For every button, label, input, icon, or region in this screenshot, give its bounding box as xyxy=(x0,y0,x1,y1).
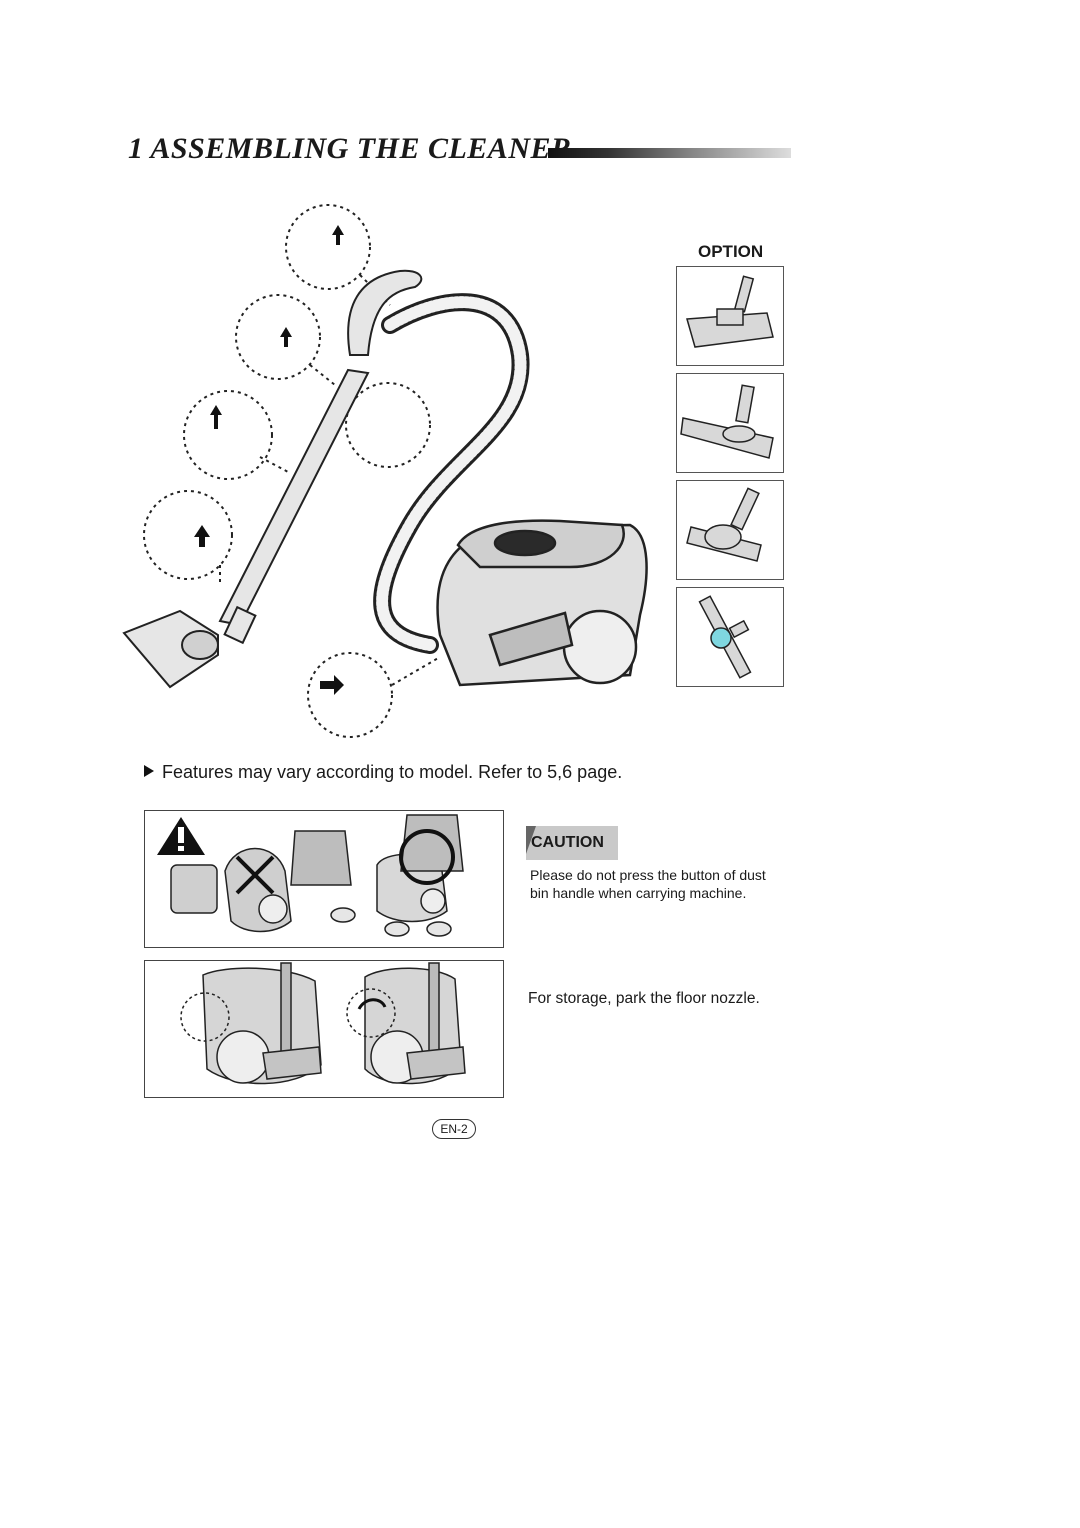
caution-text: Please do not press the button of dust b… xyxy=(530,867,766,901)
detail-circle-handle xyxy=(285,204,371,290)
storage-text: For storage, park the floor nozzle. xyxy=(528,990,760,1007)
heading-gradient-bar xyxy=(548,148,791,158)
detail-circle-pipe-joint xyxy=(235,294,321,380)
option-power-brush-box xyxy=(676,266,784,366)
cleaner-assembly-illustration xyxy=(122,204,648,738)
storage-illustration xyxy=(180,962,466,1085)
detail-circle-nozzle-joint xyxy=(143,490,233,580)
option-title: OPTION xyxy=(698,242,764,261)
detail-circle-pipe-lock xyxy=(183,390,273,480)
caution-label: CAUTION xyxy=(531,834,604,851)
option-floor-nozzle-box xyxy=(676,373,784,473)
page-title: 1 ASSEMBLING THE CLEANER xyxy=(128,132,572,166)
option-turbo-brush-box xyxy=(676,480,784,580)
power-brush-icon xyxy=(686,275,774,348)
option-telescopic-pipe-box xyxy=(676,587,784,687)
storage-illustration-box xyxy=(144,960,504,1098)
telescopic-pipe-icon xyxy=(698,595,752,679)
turbo-brush-icon xyxy=(686,487,762,562)
rotate-arrow-icon xyxy=(357,998,387,1010)
bullet-arrow-icon xyxy=(144,765,154,777)
floor-nozzle-icon xyxy=(680,384,774,459)
approved-circle-icon xyxy=(399,829,455,885)
note-text: Features may vary according to model. Re… xyxy=(162,762,623,782)
detail-circle-hose-tool xyxy=(345,382,431,468)
warning-triangle-icon xyxy=(157,817,205,855)
prohibited-x-icon xyxy=(235,855,275,895)
section-number: 1 xyxy=(128,132,144,165)
caution-illustration-box xyxy=(144,810,504,948)
page-number: EN-2 xyxy=(432,1119,476,1139)
carrying-illustration xyxy=(157,814,464,937)
detail-circle-hose-inlet xyxy=(307,652,393,738)
caution-badge-icon xyxy=(526,826,618,860)
model-variation-note: Features may vary according to model. Re… xyxy=(144,762,622,783)
section-title: ASSEMBLING THE CLEANER xyxy=(150,132,572,165)
